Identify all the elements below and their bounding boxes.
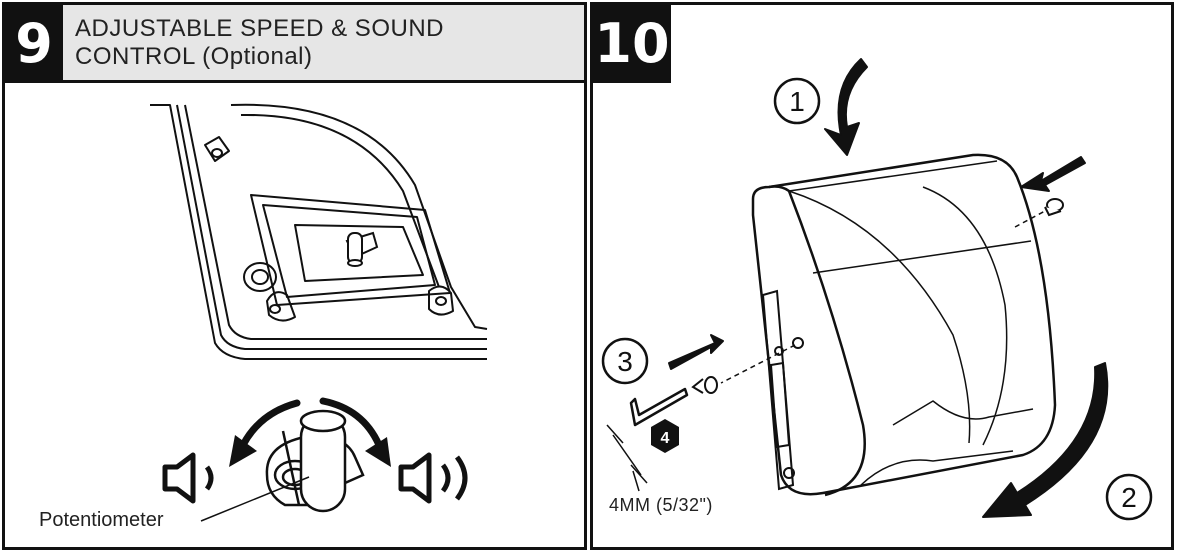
step-10-panel: 10 <box>590 2 1174 550</box>
callout-1: 1 <box>789 86 805 117</box>
top-screw <box>1044 198 1064 217</box>
curved-arrow-down-icon <box>982 362 1109 518</box>
dryer-underside-illustration <box>150 103 488 522</box>
hex-size-badge-label: 4 <box>661 430 670 447</box>
step-number-10: 10 <box>593 5 671 83</box>
callout-circle-2 <box>1105 473 1153 521</box>
speaker-low-icon <box>162 452 214 504</box>
dryer-cover <box>751 153 1057 497</box>
housing-inner-curve <box>230 103 488 330</box>
arrow-right-icon <box>668 334 724 370</box>
curved-arrow-left <box>239 399 301 449</box>
step-9-title: ADJUSTABLE SPEED & SOUND CONTROL (Option… <box>75 15 444 70</box>
callout-3: 3 <box>617 346 633 377</box>
potentiometer-label: Potentiometer <box>39 509 164 531</box>
step-number-9: 9 <box>5 5 63 83</box>
side-screw <box>691 376 718 394</box>
hex-size-badge: 4 <box>651 419 679 453</box>
side-screw-hole <box>792 337 804 349</box>
potentiometer-closeup <box>265 409 365 513</box>
arrow-down-icon <box>824 58 868 156</box>
arrow-in-icon <box>1020 156 1086 192</box>
wrench-size-label: 4MM (5/32") <box>609 495 713 515</box>
potentiometer-leader-line <box>200 476 310 522</box>
callout-circle-3 <box>601 337 649 385</box>
callout-circle-1 <box>773 77 821 125</box>
step-9-title-bar: ADJUSTABLE SPEED & SOUND CONTROL (Option… <box>63 5 584 83</box>
screw-boss <box>243 262 277 292</box>
curved-arrow-right <box>319 397 383 449</box>
step-9-panel: 9 ADJUSTABLE SPEED & SOUND CONTROL (Opti… <box>2 2 587 550</box>
housing-outer-edge <box>150 104 487 360</box>
callout-2: 2 <box>1121 482 1137 513</box>
hex-wrench <box>629 387 689 427</box>
speaker-high-icon <box>398 452 468 504</box>
potentiometer-small-view <box>345 231 379 267</box>
dryer-installation-illustration: 1 2 3 4 <box>601 58 1153 521</box>
